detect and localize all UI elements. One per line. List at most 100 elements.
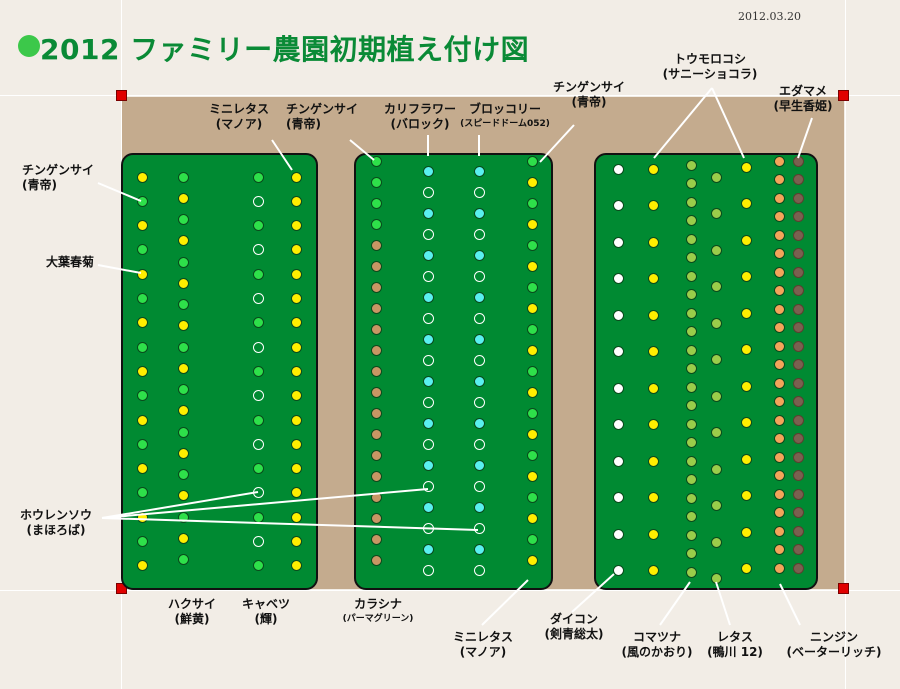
label-edamame: エダマメ (早生香姫): [768, 84, 838, 114]
plant-yellow: [526, 428, 538, 440]
label-variety: (風のかおり): [621, 645, 693, 659]
plant-olive: [685, 363, 697, 374]
plant-hollow: [473, 312, 485, 324]
plant-cyan: [422, 417, 434, 429]
plant-green: [526, 155, 538, 167]
plant-yellow: [740, 526, 752, 538]
plant-orange: [773, 544, 785, 555]
plant-yellow: [177, 532, 189, 544]
plant-yellow: [740, 490, 752, 501]
plant-yellow: [526, 260, 538, 272]
guide-line-top: [0, 95, 900, 96]
plant-green: [177, 554, 189, 565]
plant-cyan: [422, 333, 434, 345]
label-variety: (剣青総太): [544, 627, 604, 641]
label-name: レタス: [716, 630, 753, 644]
plant-green: [136, 487, 148, 499]
plant-brown: [792, 266, 804, 278]
label-variety: (青帝): [286, 117, 321, 131]
plant-yellow: [647, 163, 659, 175]
plant-yellow: [526, 176, 538, 188]
plant-olive: [685, 326, 697, 337]
plant-olive: [685, 233, 697, 245]
label-name: ブロッコリー: [468, 102, 541, 116]
plant-olive: [685, 492, 697, 504]
plant-yellow: [136, 171, 148, 183]
leader-lettuce: [715, 581, 731, 626]
corner-marker-bottom-right: [838, 583, 849, 594]
plant-hollow: [252, 195, 264, 207]
plant-hollow: [473, 228, 485, 240]
plant-tan: [370, 281, 382, 293]
plant-yellow: [290, 511, 302, 523]
plant-brown: [792, 414, 804, 426]
plant-yellow: [740, 417, 752, 428]
plant-green: [177, 511, 189, 523]
label-taiyo-shungiku: 大葉春菊: [40, 255, 100, 270]
plant-yellow: [647, 200, 659, 211]
label-name: キャベツ: [241, 597, 290, 611]
plant-green: [177, 384, 189, 395]
plant-brown: [792, 488, 804, 500]
plant-hollow: [473, 480, 485, 492]
plant-yellow: [740, 198, 752, 209]
plant-yellow: [136, 560, 148, 572]
bed-middle: [354, 153, 553, 590]
plant-orange: [773, 211, 785, 222]
date-label: 2012.03.20: [738, 10, 801, 23]
plant-cyan: [473, 333, 485, 345]
plant-green: [526, 491, 538, 503]
label-carrot: ニンジン (ベーターリッチ): [786, 630, 882, 660]
plant-hollow: [473, 270, 485, 282]
leader-edamame: [797, 117, 813, 159]
plant-brown: [792, 359, 804, 370]
plant-cyan: [422, 375, 434, 387]
plant-green: [526, 197, 538, 209]
plant-green: [136, 536, 148, 547]
plant-green: [177, 426, 189, 438]
label-variety: (まほろば): [26, 523, 86, 537]
plant-hollow: [473, 564, 485, 576]
label-name: ホウレンソウ: [19, 508, 92, 522]
plant-green: [526, 533, 538, 545]
bed-left: [121, 153, 318, 590]
plant-hollow: [422, 186, 434, 198]
plant-olive: [710, 317, 722, 329]
leader-chingensai-right: [539, 124, 575, 163]
plant-green: [252, 414, 264, 426]
plant-yellow: [136, 365, 148, 377]
label-variety: (鮮黄): [174, 612, 210, 626]
plant-tan: [370, 533, 382, 545]
plant-cyan: [473, 459, 485, 471]
label-komatsuna: コマツナ (風のかおり): [620, 630, 694, 660]
plant-olive: [710, 427, 722, 438]
plant-hollow: [422, 396, 434, 408]
plant-orange: [773, 285, 785, 296]
plant-yellow: [290, 560, 302, 572]
plant-yellow: [290, 487, 302, 499]
plant-brown: [792, 396, 804, 407]
plant-olive: [685, 529, 697, 541]
plant-hollow: [473, 354, 485, 366]
plant-hollow: [252, 536, 264, 547]
plant-orange: [773, 322, 785, 333]
plant-orange: [773, 396, 785, 407]
plant-olive: [685, 215, 697, 226]
plant-orange: [773, 451, 785, 463]
plant-yellow: [740, 271, 752, 282]
plant-white: [612, 455, 624, 467]
plant-yellow: [647, 382, 659, 394]
plant-white: [612, 163, 624, 175]
plant-hollow: [422, 270, 434, 282]
plant-cyan: [422, 543, 434, 555]
plant-tan: [370, 470, 382, 482]
plant-cyan: [422, 249, 434, 261]
plant-green: [136, 390, 148, 402]
plant-yellow: [740, 380, 752, 392]
plant-olive: [685, 455, 697, 467]
plant-white: [612, 382, 624, 394]
corner-marker-top-left: [116, 90, 127, 101]
plant-yellow: [290, 220, 302, 232]
plant-yellow: [290, 171, 302, 183]
plant-hollow: [473, 186, 485, 198]
